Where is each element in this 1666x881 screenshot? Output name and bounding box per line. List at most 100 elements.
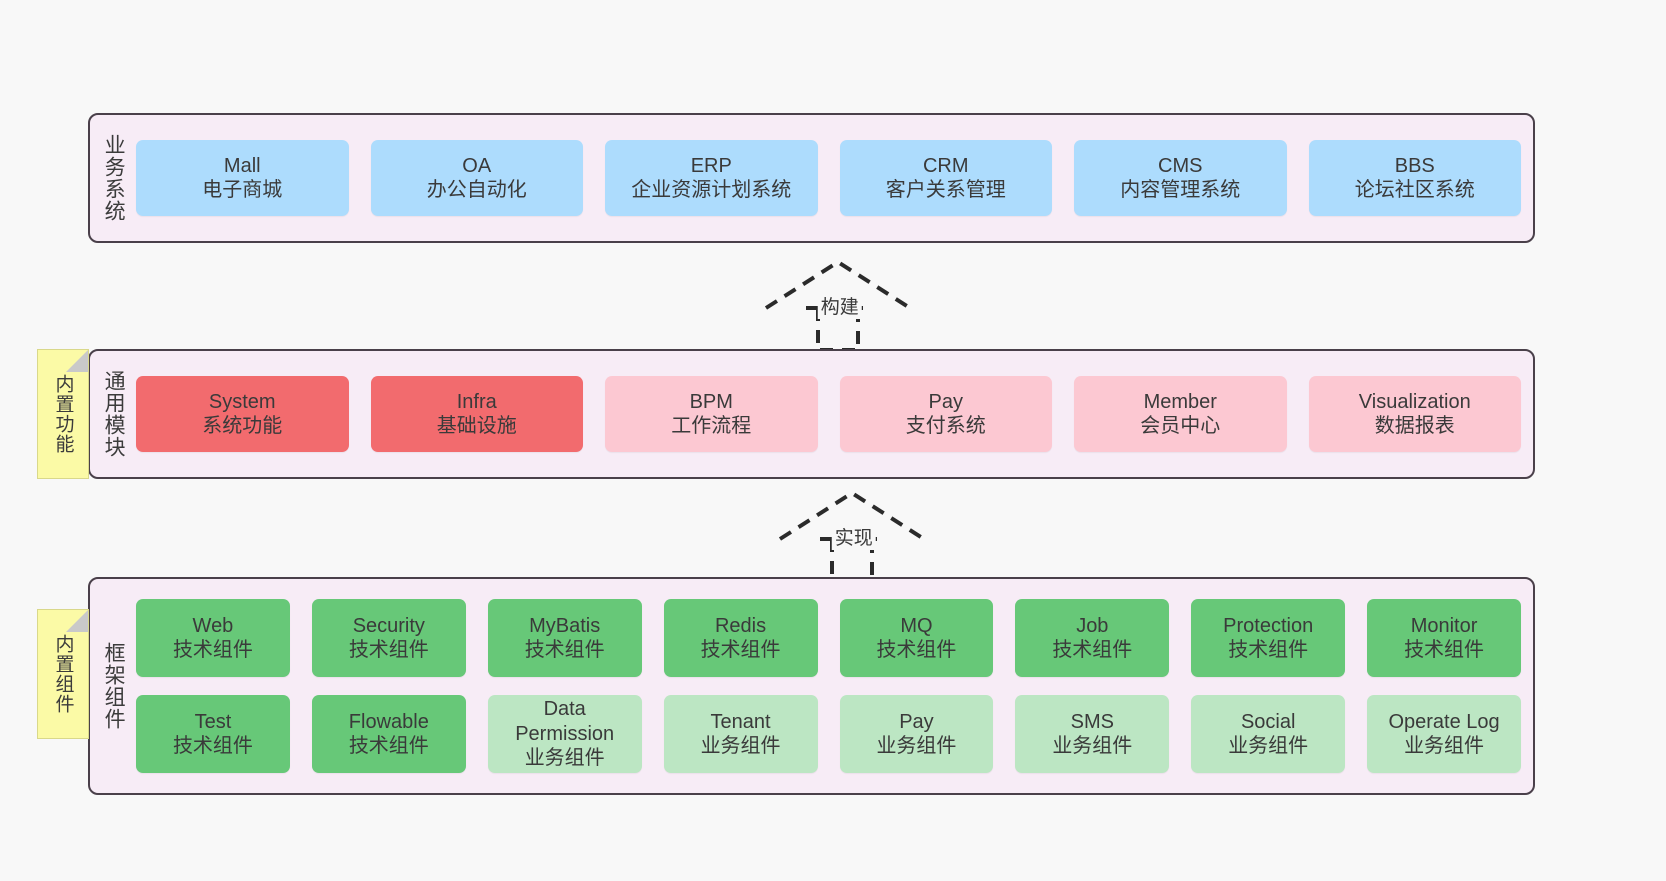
card-name: Flowable bbox=[348, 710, 429, 733]
card-desc: 论坛社区系统 bbox=[1354, 179, 1475, 201]
card-name: Infra bbox=[456, 390, 497, 413]
card-tenant[interactable]: Tenant 业务组件 bbox=[663, 695, 818, 773]
card-name: Protection bbox=[1223, 614, 1314, 637]
card-desc: 业务组件 bbox=[876, 735, 957, 757]
card-name: ERP bbox=[690, 154, 732, 177]
card-desc: 电子商城 bbox=[202, 179, 283, 201]
card-desc: 客户关系管理 bbox=[885, 179, 1006, 201]
card-desc: 支付系统 bbox=[905, 415, 986, 437]
card-name: Job bbox=[1076, 614, 1109, 637]
sticky-note-builtin-components: 内置组件 bbox=[37, 609, 89, 739]
card-desc: 业务组件 bbox=[1052, 735, 1133, 757]
card-name: Web bbox=[192, 614, 234, 637]
card-desc: 技术组件 bbox=[348, 639, 429, 661]
connector-implement: 实现 bbox=[772, 487, 932, 583]
card-operate-log[interactable]: Operate Log 业务组件 bbox=[1367, 695, 1521, 773]
layer-title-common-modules: 通用模块 bbox=[102, 370, 126, 458]
card-desc: 业务组件 bbox=[1228, 735, 1309, 757]
card-desc: 企业资源计划系统 bbox=[631, 179, 792, 201]
card-infra[interactable]: Infra 基础设施 bbox=[370, 376, 583, 452]
card-redis[interactable]: Redis 技术组件 bbox=[663, 599, 818, 677]
connector-build: 构建 bbox=[758, 256, 918, 352]
card-name: BBS bbox=[1394, 154, 1435, 177]
card-web[interactable]: Web 技术组件 bbox=[136, 599, 290, 677]
card-desc: 会员中心 bbox=[1140, 415, 1221, 437]
card-name: CRM bbox=[922, 154, 969, 177]
card-desc: 内容管理系统 bbox=[1120, 179, 1241, 201]
card-desc: 技术组件 bbox=[348, 735, 429, 757]
card-name: Pay bbox=[928, 390, 963, 413]
card-name: Test bbox=[194, 710, 232, 733]
card-erp[interactable]: ERP 企业资源计划系统 bbox=[605, 140, 818, 216]
card-desc: 技术组件 bbox=[172, 735, 253, 757]
card-mq[interactable]: MQ 技术组件 bbox=[839, 599, 994, 677]
card-name: Redis bbox=[714, 614, 767, 637]
card-desc: 工作流程 bbox=[671, 415, 752, 437]
card-security[interactable]: Security 技术组件 bbox=[311, 599, 466, 677]
card-pay-business[interactable]: Pay 业务组件 bbox=[839, 695, 994, 773]
card-desc: 系统功能 bbox=[202, 415, 283, 437]
card-name: System bbox=[208, 390, 276, 413]
layer-body-business-systems: Mall 电子商城 OA 办公自动化 ERP 企业资源计划系统 CRM 客户关系… bbox=[136, 115, 1533, 241]
card-pay[interactable]: Pay 支付系统 bbox=[839, 376, 1052, 452]
card-desc: 技术组件 bbox=[700, 639, 781, 661]
card-desc: 技术组件 bbox=[172, 639, 253, 661]
card-crm[interactable]: CRM 客户关系管理 bbox=[839, 140, 1052, 216]
card-desc: 办公自动化 bbox=[426, 179, 527, 201]
card-job[interactable]: Job 技术组件 bbox=[1015, 599, 1170, 677]
card-name: SMS bbox=[1070, 710, 1114, 733]
card-oa[interactable]: OA 办公自动化 bbox=[370, 140, 583, 216]
card-name: OA bbox=[462, 154, 492, 177]
card-monitor[interactable]: Monitor 技术组件 bbox=[1367, 599, 1521, 677]
card-name: MyBatis bbox=[529, 614, 601, 637]
card-name: BPM bbox=[689, 390, 733, 413]
layer-title-business-systems: 业务系统 bbox=[102, 134, 126, 222]
card-social[interactable]: Social 业务组件 bbox=[1191, 695, 1346, 773]
card-desc: 业务组件 bbox=[1404, 735, 1485, 757]
card-name: Monitor bbox=[1410, 614, 1478, 637]
card-desc: 基础设施 bbox=[436, 415, 517, 437]
sticky-note-label: 内置组件 bbox=[52, 634, 74, 714]
card-visualization[interactable]: Visualization 数据报表 bbox=[1308, 376, 1521, 452]
card-name: Operate Log bbox=[1388, 710, 1500, 733]
card-desc: 技术组件 bbox=[1404, 639, 1485, 661]
card-desc: 数据报表 bbox=[1374, 415, 1455, 437]
card-row: Test 技术组件 Flowable 技术组件 Data Permission … bbox=[136, 695, 1521, 773]
layer-title-framework-components: 框架组件 bbox=[102, 642, 126, 730]
card-name: Visualization bbox=[1358, 390, 1471, 413]
card-bpm[interactable]: BPM 工作流程 bbox=[605, 376, 818, 452]
card-sms[interactable]: SMS 业务组件 bbox=[1015, 695, 1170, 773]
card-name: Mall bbox=[223, 154, 261, 177]
layer-framework-components: 框架组件 Web 技术组件 Security 技术组件 MyBatis 技术组件… bbox=[88, 577, 1535, 795]
card-name: CMS bbox=[1158, 154, 1203, 177]
card-desc: 技术组件 bbox=[1052, 639, 1133, 661]
card-cms[interactable]: CMS 内容管理系统 bbox=[1074, 140, 1287, 216]
card-name: Security bbox=[352, 614, 425, 637]
layer-business-systems: 业务系统 Mall 电子商城 OA 办公自动化 ERP 企业资源计划系统 CRM… bbox=[88, 113, 1535, 243]
layer-body-framework-components: Web 技术组件 Security 技术组件 MyBatis 技术组件 Redi… bbox=[136, 579, 1533, 793]
card-name: Social bbox=[1240, 710, 1296, 733]
card-desc: 技术组件 bbox=[876, 639, 957, 661]
card-test[interactable]: Test 技术组件 bbox=[136, 695, 290, 773]
connector-label-build: 构建 bbox=[817, 292, 862, 319]
card-desc: 技术组件 bbox=[524, 639, 605, 661]
card-mybatis[interactable]: MyBatis 技术组件 bbox=[487, 599, 642, 677]
layer-body-common-modules: System 系统功能 Infra 基础设施 BPM 工作流程 Pay 支付系统… bbox=[136, 351, 1533, 477]
card-bbs[interactable]: BBS 论坛社区系统 bbox=[1308, 140, 1521, 216]
card-flowable[interactable]: Flowable 技术组件 bbox=[311, 695, 466, 773]
card-protection[interactable]: Protection 技术组件 bbox=[1191, 599, 1346, 677]
connector-label-implement: 实现 bbox=[831, 523, 876, 550]
card-desc: 业务组件 bbox=[524, 747, 605, 770]
sticky-note-builtin-functions: 内置功能 bbox=[37, 349, 89, 479]
card-member[interactable]: Member 会员中心 bbox=[1074, 376, 1287, 452]
card-mall[interactable]: Mall 电子商城 bbox=[136, 140, 349, 216]
card-name: MQ bbox=[900, 614, 933, 637]
card-row: Mall 电子商城 OA 办公自动化 ERP 企业资源计划系统 CRM 客户关系… bbox=[136, 140, 1521, 216]
card-name: Tenant bbox=[710, 710, 771, 733]
sticky-note-label: 内置功能 bbox=[52, 374, 74, 454]
card-data-permission[interactable]: Data Permission 业务组件 bbox=[487, 695, 642, 773]
card-name: Pay bbox=[899, 710, 934, 733]
card-system[interactable]: System 系统功能 bbox=[136, 376, 349, 452]
card-desc: 技术组件 bbox=[1228, 639, 1309, 661]
